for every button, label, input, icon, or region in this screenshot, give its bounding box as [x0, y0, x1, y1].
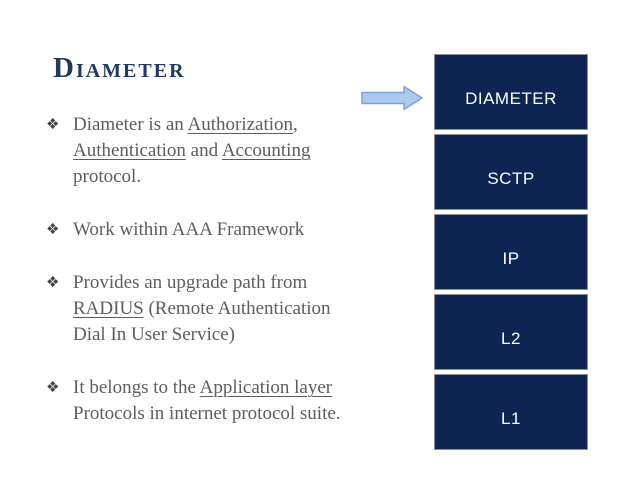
stack-layer-label: DIAMETER	[465, 89, 557, 108]
bullet-text: Diameter is an Authorization,Authenticat…	[73, 112, 398, 190]
text-segment: ,	[293, 114, 298, 135]
bullet-text-line: Dial In User Service)	[73, 322, 398, 348]
underlined-term: Authentication	[73, 140, 186, 161]
bullet-text-line: It belongs to the Application layer	[73, 375, 398, 401]
bullet-list: ❖Diameter is an Authorization,Authentica…	[46, 112, 398, 454]
bullet-diamond-icon: ❖	[46, 117, 60, 133]
bullet-text-line: Diameter is an Authorization,	[73, 112, 398, 138]
bullet-text-line: protocol.	[73, 164, 398, 190]
bullet-item: ❖ Work within AAA Framework	[46, 217, 398, 243]
text-segment: Provides an upgrade path from	[73, 272, 308, 293]
slide-title: Diameter	[53, 52, 186, 84]
stack-layer-ip: IP	[434, 214, 588, 290]
text-segment: Diameter is an	[73, 114, 188, 135]
stack-layer-l2: L2	[434, 294, 588, 370]
bullet-text-line: RADIUS (Remote Authentication	[73, 296, 398, 322]
bullet-text-line: Work within AAA Framework	[73, 217, 398, 243]
stack-layer-l1: L1	[434, 374, 588, 450]
text-segment: Work within AAA Framework	[73, 219, 305, 240]
bullet-text-line: Protocols in internet protocol suite.	[73, 401, 398, 427]
text-segment: Dial In User Service)	[73, 324, 235, 345]
text-segment: protocol.	[73, 166, 142, 187]
bullet-diamond-icon: ❖	[46, 380, 60, 396]
bullet-text-line: Provides an upgrade path from	[73, 270, 398, 296]
stack-layer-sctp: SCTP	[434, 134, 588, 210]
text-segment: and	[185, 140, 222, 161]
underlined-term: Application layer	[199, 377, 333, 398]
arrow-right-icon	[361, 85, 423, 111]
bullet-item: ❖Diameter is an Authorization,Authentica…	[46, 112, 398, 190]
text-segment: (Remote Authentication	[143, 298, 331, 319]
text-segment: Protocols in internet protocol suite.	[73, 403, 341, 424]
underlined-term: Accounting	[221, 140, 311, 161]
underlined-term: Authorization	[187, 114, 294, 135]
stack-layer-diameter: DIAMETER	[434, 54, 588, 130]
stack-layer-label: L2	[501, 329, 521, 348]
bullet-text: Work within AAA Framework	[73, 217, 398, 243]
bullet-text-line: Authentication and Accounting	[73, 138, 398, 164]
bullet-diamond-icon: ❖	[46, 275, 60, 291]
stack-layer-label: L1	[501, 409, 521, 428]
stack-layer-label: SCTP	[487, 169, 535, 188]
stack-layer-label: IP	[502, 249, 520, 268]
bullet-diamond-icon: ❖	[46, 222, 60, 238]
text-segment: It belongs to the	[73, 377, 200, 398]
underlined-term: RADIUS	[73, 298, 144, 319]
